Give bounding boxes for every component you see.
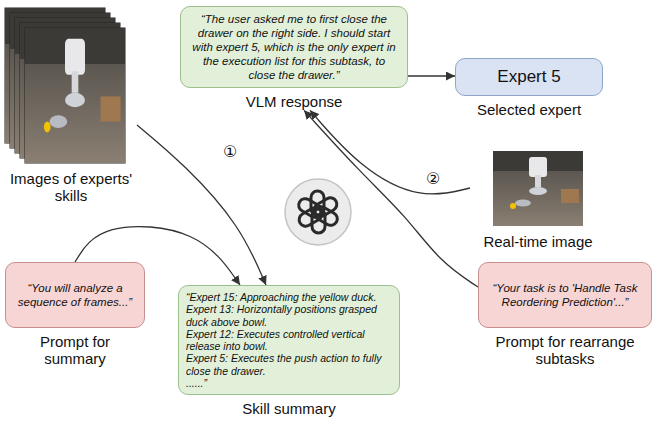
box-outline: Expert 5 xyxy=(455,58,603,96)
prompt-box: “Your task is to 'Handle Task Reordering… xyxy=(478,262,652,368)
picture-space xyxy=(470,148,606,228)
image-node: Real-time image xyxy=(470,148,606,250)
box-outline: “The user asked me to first close the dr… xyxy=(180,6,408,88)
box-text: “You will analyze a sequence of frames..… xyxy=(13,281,137,309)
response-box: “The user asked me to first close the dr… xyxy=(180,6,408,110)
box-text: Expert 12: Executes controlled vertical … xyxy=(186,328,392,353)
caption-text: VLM response xyxy=(180,93,408,110)
picture-space xyxy=(5,5,137,165)
prompt-box: “You will analyze a sequence of frames..… xyxy=(5,262,145,368)
connector-arrow xyxy=(408,75,455,76)
box-text: Expert 5 xyxy=(464,67,594,87)
box-outline: “Your task is to 'Handle Task Reordering… xyxy=(478,262,652,328)
caption-text: Images of experts' skills xyxy=(5,170,137,205)
connector-arrow xyxy=(137,125,266,285)
caption-text: Real-time image xyxy=(470,233,606,250)
box-outline: “Expert 15: Approaching the yellow duck.… xyxy=(178,285,400,395)
real-time-photo xyxy=(493,151,583,226)
box-outline: “You will analyze a sequence of frames..… xyxy=(5,262,145,328)
box-text: “Expert 15: Approaching the yellow duck. xyxy=(186,291,392,303)
caption-text: Prompt for summary xyxy=(25,333,125,368)
summary-box: “Expert 15: Approaching the yellow duck.… xyxy=(178,285,400,418)
box-text: Expert 5: Executes the push action to fu… xyxy=(186,352,392,377)
image-stack xyxy=(5,8,125,163)
caption-text: Selected expert xyxy=(455,101,603,118)
box-text: Expert 13: Horizontally positions graspe… xyxy=(186,303,392,328)
box-text: ......” xyxy=(186,377,392,389)
expert-box: Expert 5 Selected expert xyxy=(455,58,603,119)
box-text: “Your task is to 'Handle Task Reordering… xyxy=(486,281,644,309)
vlm-logo xyxy=(285,179,351,245)
connector-arrow xyxy=(310,110,470,194)
caption-text: Skill summary xyxy=(178,400,400,417)
image-stack-node: Images of experts' skills xyxy=(5,5,137,205)
connector-arrow xyxy=(304,110,478,287)
caption-text: Prompt for rearrange subtasks xyxy=(490,333,640,368)
box-text: “The user asked me to first close the dr… xyxy=(188,12,400,82)
step-number: ② xyxy=(425,170,441,188)
step-number: ① xyxy=(222,143,238,161)
